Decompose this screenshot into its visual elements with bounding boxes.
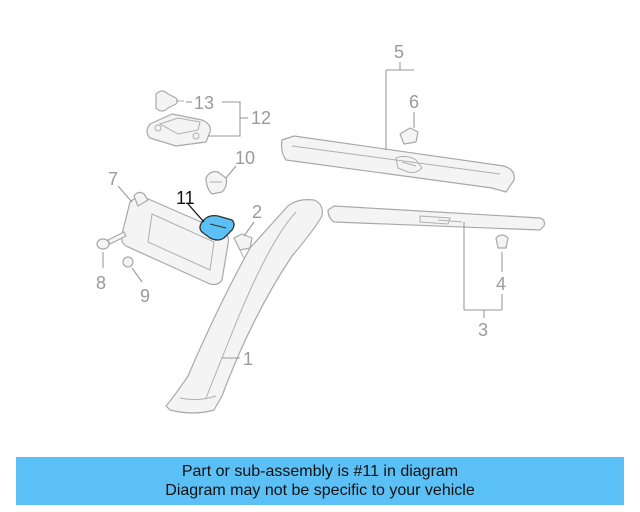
part-5-upper-rail	[280, 135, 515, 193]
callout-8: 8	[96, 273, 106, 293]
part-3-side-rail	[327, 205, 546, 231]
leader-5-6	[385, 62, 415, 150]
callout-12: 12	[251, 108, 271, 128]
leader-10	[225, 165, 237, 179]
callout-9: 9	[140, 286, 150, 306]
parts-diagram: 13 12 10 5 6 7 11 2	[96, 42, 546, 414]
callout-4: 4	[496, 274, 506, 294]
callout-5: 5	[394, 42, 404, 62]
callout-11: 11	[176, 188, 195, 208]
part-8-screw	[96, 231, 127, 250]
banner-line-2: Diagram may not be specific to your vehi…	[165, 482, 475, 499]
part-9-ring	[122, 256, 134, 268]
part-12-lamp-housing	[146, 113, 211, 147]
part-11-visor-clip-highlighted	[199, 214, 235, 241]
callout-13: 13	[194, 93, 214, 113]
part-7-sun-visor	[120, 191, 230, 286]
leader-3-4	[463, 222, 503, 318]
part-10-clip	[205, 171, 228, 195]
callout-6: 6	[409, 92, 419, 112]
callout-3: 3	[478, 320, 488, 340]
callout-1: 1	[243, 349, 253, 369]
part-4-clip	[495, 234, 509, 249]
callout-10: 10	[235, 148, 255, 168]
banner-line-1: Part or sub-assembly is #11 in diagram	[181, 463, 459, 480]
part-1-pillar-trim	[165, 199, 323, 414]
part-6-clip	[399, 127, 419, 145]
info-banner: Part or sub-assembly is #11 in diagram D…	[16, 457, 624, 505]
leader-12-13	[186, 101, 248, 137]
part-2-clip	[233, 233, 253, 259]
leader-7	[117, 185, 133, 203]
leader-2	[243, 221, 255, 237]
part-13-bulb	[155, 90, 184, 112]
callout-7: 7	[108, 169, 118, 189]
leader-9	[131, 267, 143, 283]
callout-2: 2	[252, 202, 262, 222]
leader-11	[187, 203, 205, 223]
